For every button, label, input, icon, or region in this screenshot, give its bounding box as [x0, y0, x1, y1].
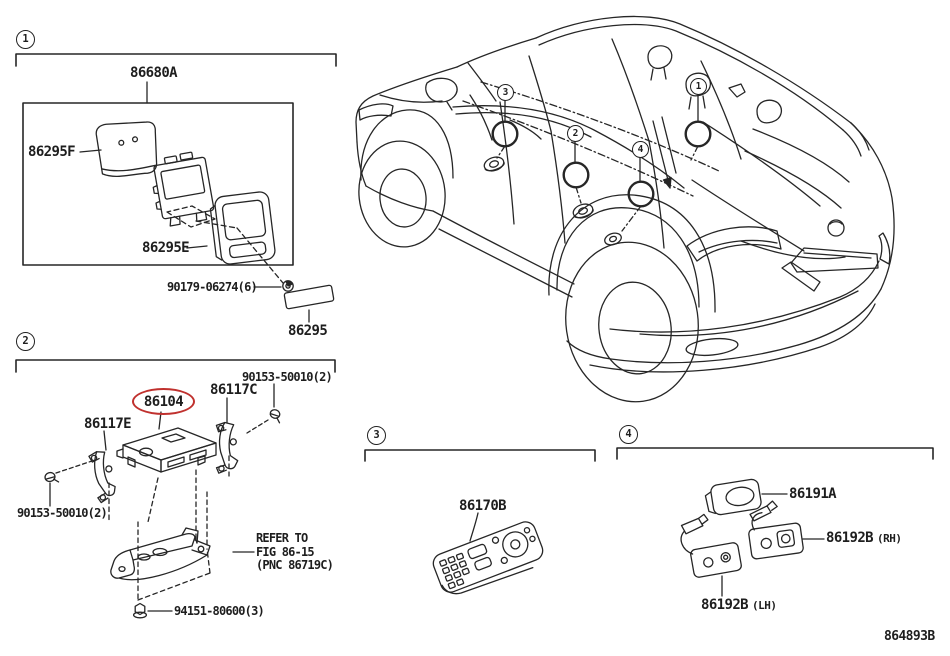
- bracket-right-art: [215, 421, 239, 474]
- section4-artwork: [616, 447, 934, 597]
- cover-86191A-art: [704, 478, 762, 516]
- reference-note-line2: FIG 86-15: [256, 544, 315, 559]
- part-label-90179-06274[interactable]: 90179-06274(6): [167, 280, 258, 294]
- part-label-86295E[interactable]: 86295E: [142, 240, 190, 256]
- part-label-86191A[interactable]: 86191A: [789, 486, 837, 502]
- part-number-lh: 86192B: [701, 597, 749, 613]
- section1-artwork: [15, 53, 337, 323]
- section1-number: 1: [22, 33, 29, 46]
- bracket-rh-art: [748, 500, 804, 560]
- part-label-90153-top[interactable]: 90153-50010(2): [242, 370, 333, 384]
- car-callout-4-badge: 4: [632, 141, 649, 158]
- car-callout-3: 3: [502, 86, 509, 98]
- section4-number-badge: 4: [619, 425, 638, 444]
- section3-number: 3: [373, 429, 380, 442]
- mounting-bracket-art: [110, 527, 211, 581]
- part-label-86117C[interactable]: 86117C: [210, 382, 258, 398]
- highlighted-part-86104[interactable]: 86104: [132, 388, 195, 415]
- assembly-dashed-lines: [108, 455, 230, 601]
- reference-note-line1: REFER TO: [256, 531, 308, 545]
- section3-number-badge: 3: [367, 426, 386, 445]
- bracket-lh-art: [680, 513, 742, 578]
- section1-number-badge: 1: [16, 30, 35, 49]
- part-label-86170B[interactable]: 86170B: [459, 498, 507, 514]
- side-suffix-rh: (RH): [876, 532, 902, 545]
- figure-code: 864893B: [884, 629, 935, 644]
- part-label-86117E[interactable]: 86117E: [84, 416, 132, 432]
- car-callout-1: 1: [695, 80, 702, 92]
- bezel-art: [209, 191, 276, 265]
- speaker-unit-art: [483, 156, 505, 172]
- bracket-left-art: [88, 451, 116, 504]
- part-label-86192B-rh[interactable]: 86192B (RH): [826, 530, 902, 546]
- section2-number: 2: [22, 335, 29, 348]
- section2-number-badge: 2: [16, 332, 35, 351]
- car-callout-4: 4: [637, 143, 644, 155]
- car-callout-2: 2: [572, 127, 579, 139]
- vehicle-illustration: [355, 15, 895, 403]
- side-suffix-lh: (LH): [751, 599, 777, 612]
- display-unit-art: [152, 151, 215, 227]
- part-label-86104: 86104: [143, 393, 184, 410]
- part-label-86295[interactable]: 86295: [288, 323, 328, 339]
- bolt-art: [132, 602, 148, 619]
- car-callout-2-badge: 2: [567, 125, 584, 142]
- screw-left-art: [44, 471, 60, 483]
- section4-number: 4: [625, 428, 632, 441]
- speaker-unit-art: [572, 203, 594, 219]
- receiver-unit-art: [116, 427, 217, 473]
- reference-note-line3: (PNC 86719C): [256, 558, 334, 572]
- part-label-86295F[interactable]: 86295F: [28, 144, 76, 160]
- reference-note: REFER TO FIG 86-15 (PNC 86719C): [256, 531, 334, 573]
- garnish-strip-art: [283, 284, 335, 310]
- part-label-94151[interactable]: 94151-80600(3): [174, 604, 265, 618]
- location-circles: [491, 120, 712, 208]
- section3-artwork: [364, 449, 596, 595]
- part-number-rh: 86192B: [826, 530, 874, 546]
- part-label-90153-left[interactable]: 90153-50010(2): [17, 506, 108, 520]
- speaker-unit-art: [604, 232, 622, 246]
- screw-top-art: [269, 409, 281, 424]
- car-callout-3-badge: 3: [497, 84, 514, 101]
- car-callout-1-badge: 1: [690, 78, 707, 95]
- callout-leaders: [496, 145, 699, 232]
- remote-control-art: [432, 521, 544, 595]
- part-label-86680A[interactable]: 86680A: [130, 65, 178, 81]
- cover-panel-art: [95, 121, 158, 177]
- section2-artwork: [15, 359, 336, 619]
- part-label-86192B-lh[interactable]: 86192B (LH): [701, 597, 777, 613]
- nut-art: [282, 280, 294, 292]
